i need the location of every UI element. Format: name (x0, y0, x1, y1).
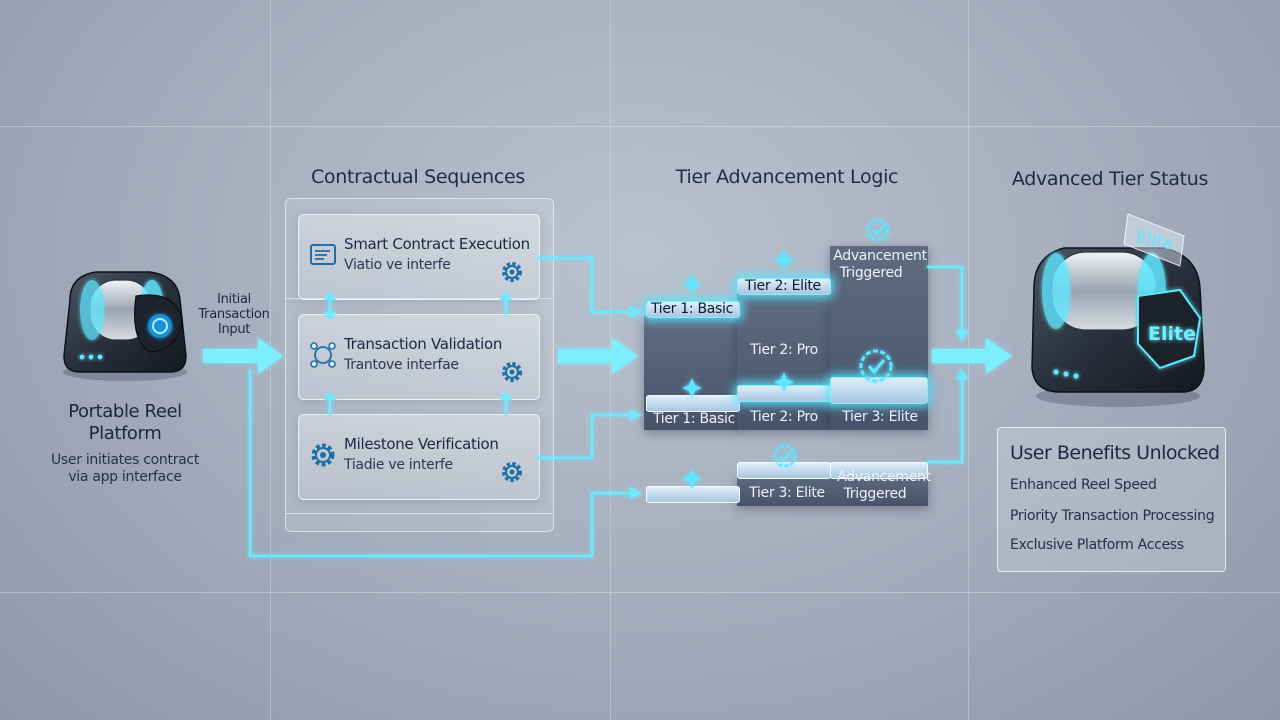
input-flow-arrow (203, 338, 283, 374)
gear-icon[interactable] (499, 459, 525, 485)
title-line: Platform (88, 423, 162, 444)
tier-label: Tier 2: Pro (750, 409, 818, 425)
card-title: Smart Contract Execution (344, 235, 530, 253)
title-line: Portable Reel (68, 401, 182, 422)
grid-line (968, 0, 969, 720)
tier-advancement-title: Tier Advancement Logic (675, 166, 899, 188)
advancement-triggered-label: Triggered (843, 486, 907, 502)
tier-out-connector-top (926, 265, 964, 332)
tier-2-elite-platform (737, 278, 831, 295)
desc-line: User initiates contract (50, 452, 200, 468)
label-line: Transaction (198, 307, 270, 322)
tier-out-connector-bottom (926, 378, 964, 464)
tier-label: Tier 3: Elite (842, 409, 918, 425)
tier-1-basic-platform-low (646, 395, 740, 412)
tier-label: Tier 1: Basic (650, 301, 734, 317)
contractual-sequences-title: Contractual Sequences (310, 166, 526, 188)
card-title: Milestone Verification (344, 435, 499, 453)
grid-line (270, 0, 271, 720)
desc-line: via app interface (68, 469, 182, 485)
portable-reel-device-icon (63, 271, 187, 381)
contract-document-icon (310, 244, 336, 265)
advancement-triggered-label: Triggered (839, 265, 903, 281)
label-line: Input (217, 322, 251, 337)
advanced-tier-status-title: Advanced Tier Status (1011, 168, 1209, 190)
tier-3-step-platform (737, 462, 831, 479)
tier-3-elite-platform (830, 377, 928, 404)
grid-line (610, 0, 611, 720)
panel-divider (285, 298, 552, 299)
tier-label: Tier 3: Elite (749, 485, 825, 501)
tier-label: Tier 2: Pro (750, 342, 818, 358)
label-line: Initial (217, 292, 251, 307)
status-flow-arrow (932, 338, 1012, 374)
base-platform (646, 486, 740, 503)
tier-label: Tier 2: Elite (745, 278, 821, 294)
tier-2-pro-platform (737, 385, 831, 402)
platform-description: User initiates contract via app interfac… (30, 452, 220, 486)
smart-contract-execution-card[interactable]: Smart Contract Execution Viatio ve inter… (298, 214, 540, 300)
initial-transaction-input-label: Initial Transaction Input (194, 292, 274, 337)
benefits-title: User Benefits Unlocked (1010, 442, 1220, 464)
tier-column-2 (737, 292, 831, 430)
arrowhead (630, 306, 642, 318)
network-nodes-icon (310, 342, 336, 368)
transaction-validation-card[interactable]: Transaction Validation Trantove interfae (298, 314, 540, 400)
tier-step-row3 (737, 474, 928, 506)
milestone-verification-card[interactable]: Milestone Verification Tiadie ve interfe (298, 414, 540, 500)
tier-1-basic-platform (646, 301, 740, 318)
arrowhead (630, 409, 642, 421)
sparkle-icon (774, 250, 794, 270)
arrowhead (956, 330, 968, 342)
elite-sign-text: Elite (1134, 227, 1175, 254)
card-subtitle: Viatio ve interfe (344, 257, 451, 273)
arrowhead (630, 487, 642, 499)
elite-reel-device-icon: Elite Elite (1031, 213, 1205, 407)
user-benefits-panel: User Benefits Unlocked Enhanced Reel Spe… (997, 427, 1226, 572)
grid-line (0, 126, 1280, 127)
sparkle-icon (682, 274, 702, 294)
benefit-item: Priority Transaction Processing (1010, 508, 1215, 524)
tier-label: Tier 1: Basic (652, 411, 736, 427)
check-badge-icon (866, 218, 890, 242)
advancement-step-platform (830, 462, 928, 479)
benefit-item: Enhanced Reel Speed (1010, 477, 1157, 493)
panel-divider (285, 513, 552, 514)
gear-icon[interactable] (499, 359, 525, 385)
card-title: Transaction Validation (344, 335, 503, 353)
platform-title: Portable Reel Platform (40, 401, 210, 445)
arrowhead (956, 368, 968, 380)
advancement-triggered-label: Advancement (837, 469, 931, 485)
benefit-item: Exclusive Platform Access (1010, 537, 1184, 553)
gear-settings-icon (311, 443, 335, 467)
elite-badge-text: Elite (1148, 323, 1196, 345)
advancement-triggered-label: Advancement (833, 248, 927, 264)
card-subtitle: Tiadie ve interfe (344, 457, 453, 473)
sequence-flow-arrow (558, 338, 638, 374)
grid-line (0, 592, 1280, 593)
gear-icon[interactable] (499, 259, 525, 285)
card-subtitle: Trantove interfae (344, 357, 459, 373)
